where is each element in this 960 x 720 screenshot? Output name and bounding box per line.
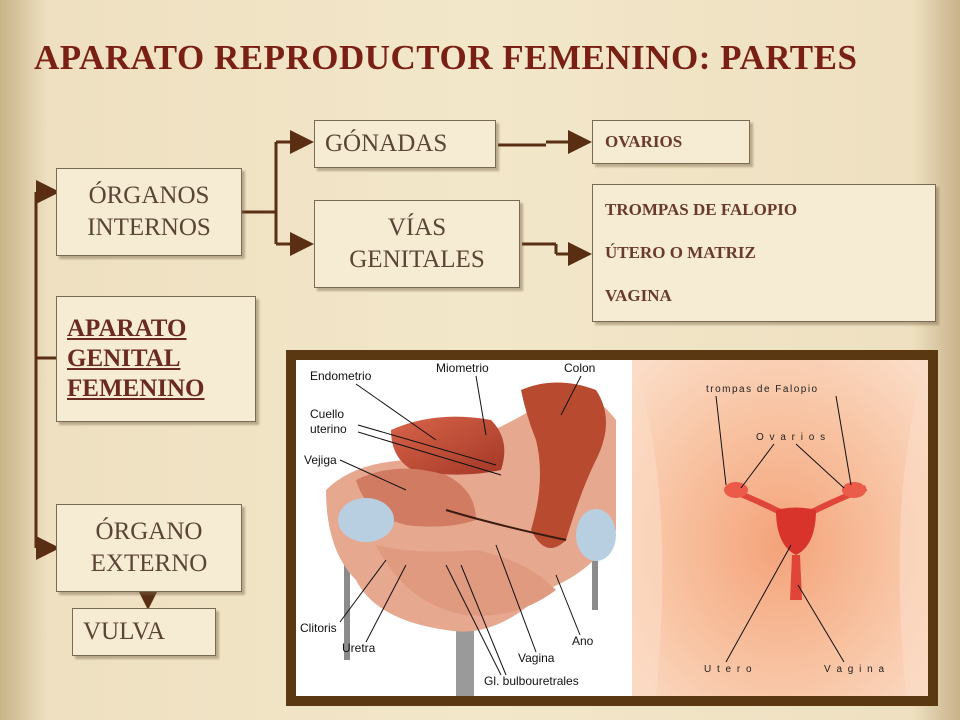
gonadas-box: GÓNADAS <box>314 120 496 168</box>
organo-externo-line1: ÓRGANO <box>95 518 203 545</box>
organos-internos-line2: INTERNOS <box>87 214 211 241</box>
label-colon: Colon <box>564 361 595 375</box>
gonadas-label: GÓNADAS <box>325 130 448 157</box>
label-endometrio: Endometrio <box>310 369 372 383</box>
organos-internos-line1: ÓRGANOS <box>88 182 210 209</box>
organo-externo-box: ÓRGANO EXTERNO <box>56 504 242 592</box>
label-ano: Ano <box>572 634 594 648</box>
label-cuello-1: Cuello <box>310 407 344 421</box>
vias-list-box: TROMPAS DE FALOPIO ÚTERO O MATRIZ VAGINA <box>592 184 936 322</box>
label-vejiga: Vejiga <box>304 453 337 467</box>
label-vagina-left: Vagina <box>518 651 555 665</box>
vias-genitales-box: VÍAS GENITALES <box>314 200 520 288</box>
label-miometrio: Miometrio <box>436 361 489 375</box>
vulva-label: VULVA <box>83 618 165 645</box>
vulva-box: VULVA <box>72 608 216 656</box>
list-item-trompas: TROMPAS DE FALOPIO <box>605 200 798 220</box>
label-ovarios: O v a r i o s <box>756 432 827 443</box>
ovarios-box: OVARIOS <box>592 120 750 164</box>
aparato-genital-box: APARATO GENITAL FEMENINO <box>56 296 256 422</box>
label-uretra: Uretra <box>342 641 376 655</box>
list-item-vagina: VAGINA <box>605 285 672 305</box>
label-cuello-2: uterino <box>310 422 347 436</box>
anatomy-images: Endometrio Miometrio Colon Cuello uterin… <box>296 360 928 696</box>
organos-internos-box: ÓRGANOS INTERNOS <box>56 168 242 256</box>
vias-line1: VÍAS <box>387 214 447 241</box>
organo-externo-line2: EXTERNO <box>90 550 208 577</box>
vias-line2: GENITALES <box>349 246 485 273</box>
aparato-line1: APARATO <box>67 315 187 342</box>
page-title: APARATO REPRODUCTOR FEMENINO: PARTES <box>34 38 858 77</box>
label-bulbouretrales: Gl. bulbouretrales <box>484 674 579 688</box>
label-vagina-right: V a g i n a <box>824 664 886 675</box>
list-item-utero: ÚTERO O MATRIZ <box>605 242 756 262</box>
anatomy-illustration: Endometrio Miometrio Colon Cuello uterin… <box>296 360 928 696</box>
aparato-line2: GENITAL <box>67 345 181 372</box>
label-trompas: trompas de Falopio <box>706 384 819 395</box>
label-utero: U t e r o <box>704 664 753 675</box>
ovarios-label: OVARIOS <box>605 132 683 151</box>
label-clitoris: Clitoris <box>300 621 337 635</box>
aparato-line3: FEMENINO <box>67 375 205 402</box>
anatomy-image-frame: Endometrio Miometrio Colon Cuello uterin… <box>286 350 938 706</box>
